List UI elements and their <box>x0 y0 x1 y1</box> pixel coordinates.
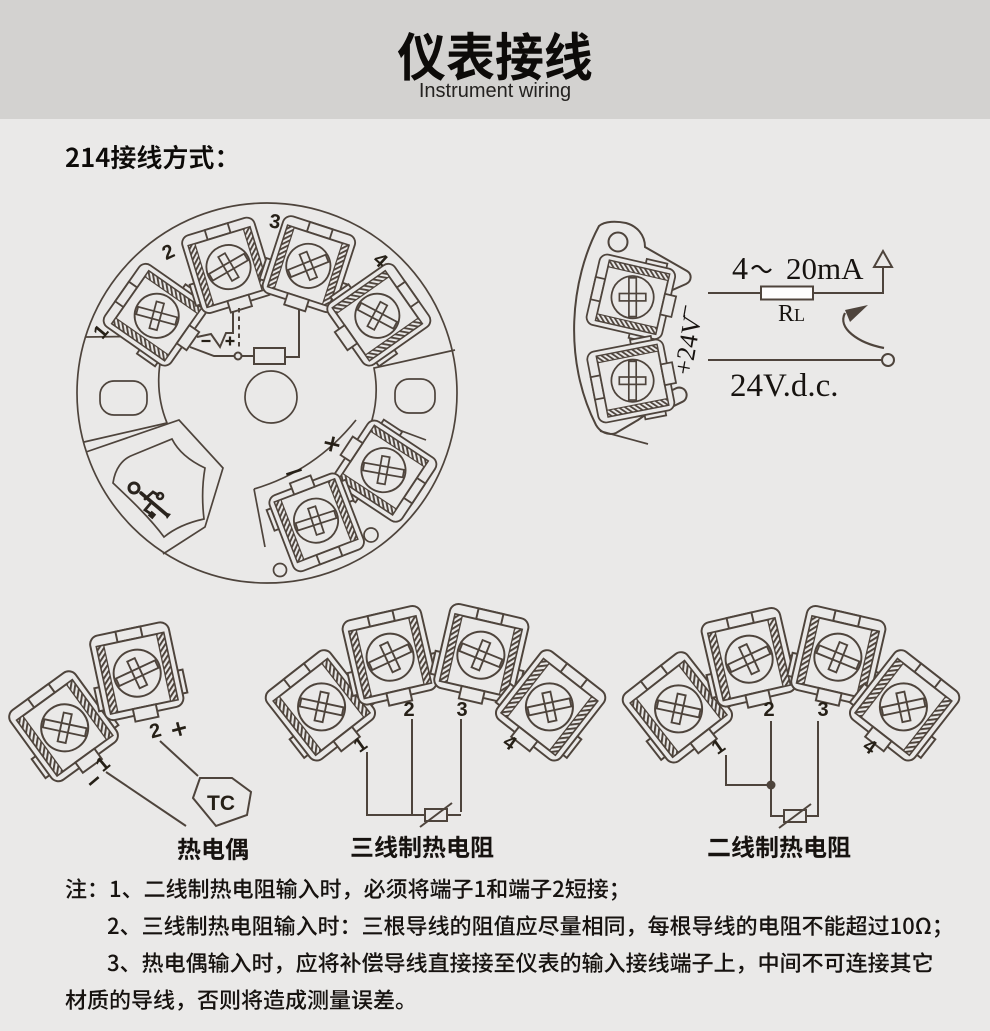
svg-text:3: 3 <box>268 210 282 233</box>
svg-text:2: 2 <box>403 699 414 721</box>
svg-text:3: 3 <box>817 699 828 721</box>
svg-text:4: 4 <box>732 250 748 286</box>
svg-text:L: L <box>794 305 805 325</box>
svg-text:−: − <box>669 302 700 321</box>
svg-text:3: 3 <box>456 699 467 721</box>
svg-text:2: 2 <box>763 699 774 721</box>
svg-text:20mA: 20mA <box>786 251 864 286</box>
svg-text:R: R <box>778 301 794 327</box>
svg-text:24V.d.c.: 24V.d.c. <box>730 368 838 404</box>
svg-text:Instrument wiring: Instrument wiring <box>419 80 571 102</box>
svg-text:TC: TC <box>207 792 235 815</box>
svg-text:2: 2 <box>147 719 163 743</box>
